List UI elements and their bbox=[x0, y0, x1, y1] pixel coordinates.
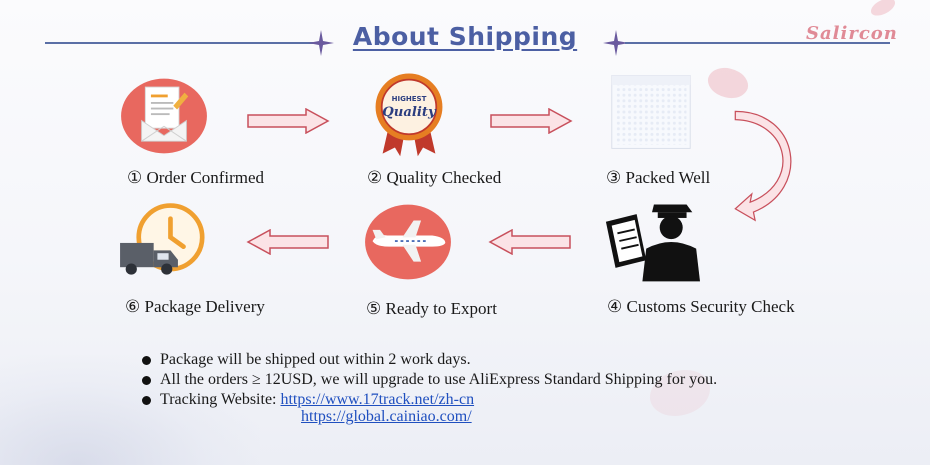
header-rule-left bbox=[45, 42, 315, 44]
petal-decoration bbox=[868, 0, 898, 19]
step-label-packed-well: ③ Packed Well bbox=[606, 168, 711, 187]
note-text: Tracking Website: bbox=[160, 391, 281, 408]
step-label-quality-checked: ② Quality Checked bbox=[367, 168, 502, 187]
note-text: Package will be shipped out within 2 wor… bbox=[160, 351, 471, 368]
tracking-link-cainiao[interactable]: https://global.cainiao.com/ bbox=[301, 408, 472, 425]
quality-badge-icon: HIGHEST Quality bbox=[375, 73, 443, 157]
step-label-package-delivery: ⑥ Package Delivery bbox=[125, 297, 265, 316]
step-label-order-confirmed: ① Order Confirmed bbox=[127, 168, 265, 187]
badge-top-text: HIGHEST bbox=[392, 94, 427, 103]
list-item: Package will be shipped out within 2 wor… bbox=[140, 350, 717, 370]
right-arrow-icon bbox=[247, 108, 330, 134]
note-text: All the orders ≥ 12USD, we will upgrade … bbox=[160, 371, 718, 388]
page-title: About Shipping bbox=[352, 22, 578, 51]
tracking-link-17track[interactable]: https://www.17track.net/zh-cn bbox=[280, 391, 475, 408]
brand-logo: Salircon bbox=[806, 23, 898, 44]
badge-main-text: Quality bbox=[382, 105, 437, 120]
sparkle-icon bbox=[308, 30, 334, 56]
shipping-notes: Package will be shipped out within 2 wor… bbox=[140, 350, 717, 410]
header-rule-right bbox=[625, 42, 890, 44]
delivery-truck-clock-icon bbox=[120, 203, 205, 275]
bubble-mailer-icon bbox=[611, 75, 691, 149]
bullet-icon bbox=[142, 356, 151, 365]
background-mountain bbox=[0, 355, 260, 465]
sparkle-icon bbox=[603, 30, 629, 56]
list-item: Tracking Website: https://www.17track.ne… bbox=[140, 390, 717, 410]
step-label-ready-to-export: ⑤ Ready to Export bbox=[366, 299, 497, 318]
list-item: All the orders ≥ 12USD, we will upgrade … bbox=[140, 370, 717, 390]
airplane-icon bbox=[365, 204, 451, 280]
step-label-customs-security-check: ④ Customs Security Check bbox=[607, 297, 795, 316]
curved-arrow-icon bbox=[734, 110, 792, 222]
bullet-icon bbox=[142, 396, 151, 405]
left-arrow-icon bbox=[488, 229, 571, 255]
bullet-icon bbox=[142, 376, 151, 385]
customs-officer-icon bbox=[605, 204, 700, 282]
petal-decoration bbox=[703, 60, 753, 106]
order-document-icon bbox=[121, 78, 207, 154]
right-arrow-icon bbox=[490, 108, 573, 134]
left-arrow-icon bbox=[246, 229, 329, 255]
